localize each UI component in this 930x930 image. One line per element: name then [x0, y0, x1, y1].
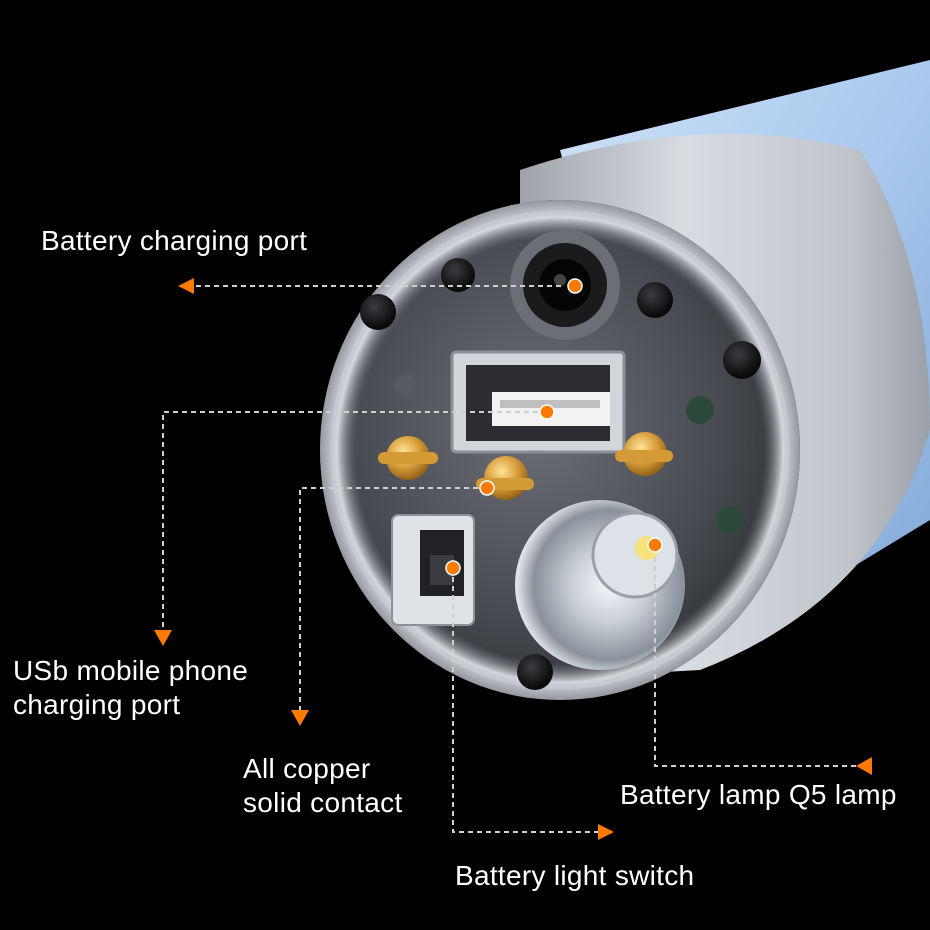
callout-q5-lamp: Battery lamp Q5 lamp — [620, 779, 897, 810]
callout-usb-line-1: USb mobile phone — [13, 655, 249, 686]
callout-light-switch: Battery light switch — [455, 860, 695, 891]
callout-battery-charging-port: Battery charging port — [41, 225, 308, 256]
callout-usb-line-2: charging port — [13, 689, 181, 720]
callout-copper-line-1: All copper — [243, 753, 371, 784]
callout-copper-line-2: solid contact — [243, 787, 403, 818]
